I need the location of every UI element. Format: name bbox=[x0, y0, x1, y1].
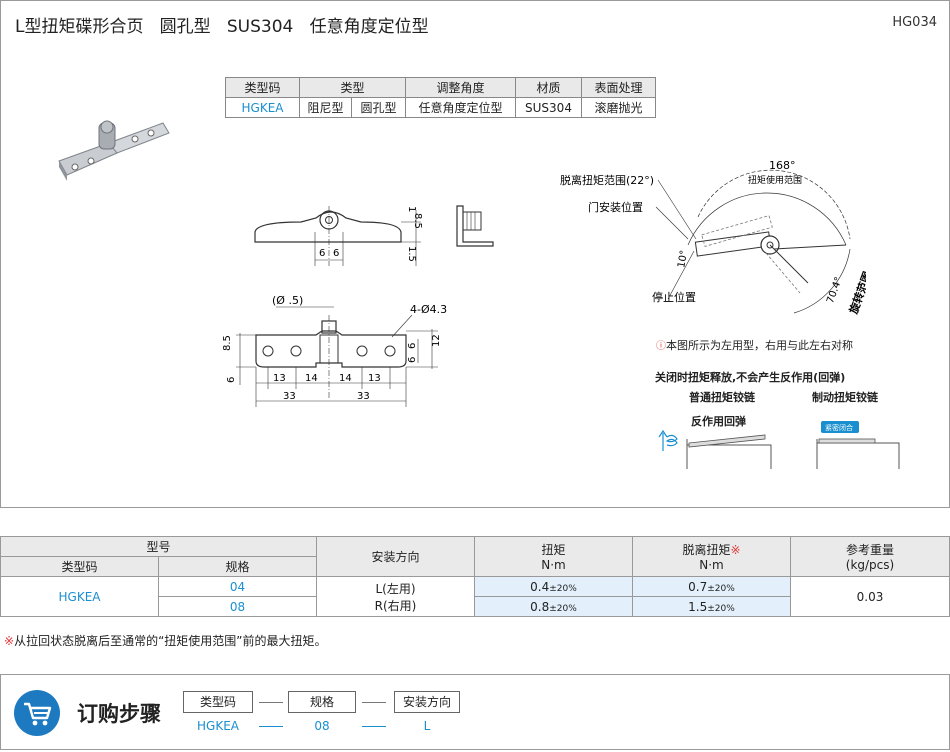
order-step-label: 安装方向 bbox=[394, 691, 460, 713]
order-step-value: HGKEA bbox=[197, 719, 239, 733]
spec-cell: SUS304 bbox=[515, 97, 582, 118]
page-title: L型扭矩碟形合页 圆孔型 SUS304 任意角度定位型 bbox=[15, 17, 429, 37]
product-photo bbox=[58, 120, 170, 181]
spec-cell: 圆孔型 bbox=[351, 97, 406, 118]
spec-table: 类型码 类型 调整角度 材质 表面处理 HGKEA 阻尼型 圆孔型 任意角度定位… bbox=[225, 77, 656, 118]
weight-cell: 0.03 bbox=[790, 576, 950, 617]
type-code-cell: HGKEA bbox=[0, 576, 159, 617]
dim-label: 6 bbox=[407, 357, 418, 363]
step-connector bbox=[259, 726, 283, 727]
dim-label: 4-Ø4.3 bbox=[410, 303, 447, 316]
angle-label: 脱离扭矩范围(22°) bbox=[560, 173, 654, 187]
angle-label: 168° bbox=[769, 159, 796, 172]
spec-cell: 滚磨抛光 bbox=[581, 97, 656, 118]
angle-diagram: 168° 扭矩使用范围 脱离扭矩范围(22°) 门安装位置 10° 停止位置 7… bbox=[560, 159, 866, 317]
order-step-label: 类型码 bbox=[183, 691, 253, 713]
spec-cell: HGKEA bbox=[225, 97, 300, 118]
step-connector bbox=[362, 702, 386, 703]
dim-label: 13 bbox=[273, 373, 286, 384]
side-view-drawing: 6 6 1 8.5 1.5 bbox=[254, 205, 494, 266]
rebound-label: 反作用回弹 bbox=[691, 415, 746, 428]
install-dir-cell: L(左用) R(右用) bbox=[316, 576, 475, 617]
dim-label: 8.5 bbox=[412, 213, 423, 229]
angle-label: 70.4° bbox=[825, 276, 845, 305]
dim-label: 6 bbox=[333, 248, 339, 259]
order-step-value: L bbox=[423, 719, 431, 733]
left-right-note: ⓘ本图所示为左用型，右用与此左右对称 bbox=[656, 339, 853, 352]
spec-header: 规格 bbox=[158, 556, 317, 577]
dim-label: 8.5 bbox=[222, 335, 233, 351]
release-torque-header: 脱离扭矩※ N·m bbox=[632, 536, 791, 577]
torque-cell: 0.4±20% bbox=[474, 576, 633, 597]
dim-label: (Ø .5) bbox=[272, 294, 303, 307]
angle-label: 停止位置 bbox=[652, 290, 696, 304]
angle-label: 旋转范围 bbox=[846, 270, 866, 317]
order-step-label: 规格 bbox=[288, 691, 356, 713]
dim-label: 33 bbox=[357, 391, 370, 402]
info-icon: ⓘ bbox=[656, 341, 666, 352]
close-release-note: 关闭时扭矩释放,不会产生反作用(回弹) bbox=[655, 371, 846, 384]
normal-hinge-illustration bbox=[658, 429, 772, 469]
type-code-header: 类型码 bbox=[0, 556, 159, 577]
install-dir-header: 安装方向 bbox=[316, 536, 475, 577]
spec-cell: 阻尼型 bbox=[299, 97, 352, 118]
dim-label: 6 bbox=[407, 343, 418, 349]
spec-cell: 04 bbox=[158, 576, 317, 597]
brake-hinge-label: 制动扭矩铰链 bbox=[812, 391, 878, 404]
brake-hinge-illustration: 紧密闭合 bbox=[816, 421, 900, 469]
weight-header: 参考重量 (kg/pcs) bbox=[790, 536, 950, 577]
spec-header: 调整角度 bbox=[405, 77, 516, 98]
footnote: ※从拉回状态脱离后至通常的“扭矩使用范围”前的最大扭矩。 bbox=[4, 634, 327, 648]
spec-cell: 任意角度定位型 bbox=[405, 97, 516, 118]
angle-label: 门安装位置 bbox=[588, 200, 643, 214]
release-torque-cell: 1.5±20% bbox=[632, 596, 791, 617]
torque-cell: 0.8±20% bbox=[474, 596, 633, 617]
normal-hinge-label: 普通扭矩铰链 bbox=[689, 391, 755, 404]
angle-label: 扭矩使用范围 bbox=[748, 174, 802, 186]
dim-label: 33 bbox=[283, 391, 296, 402]
model-header: 型号 bbox=[0, 536, 317, 557]
dim-label: 1.5 bbox=[406, 246, 417, 262]
torque-header: 扭矩 N·m bbox=[474, 536, 633, 577]
soft-close-tag: 紧密闭合 bbox=[825, 423, 853, 432]
dim-label: 6 bbox=[319, 248, 325, 259]
product-code: HG034 bbox=[892, 15, 937, 30]
dim-label: 14 bbox=[305, 373, 318, 384]
dim-label: 12 bbox=[431, 334, 442, 347]
dim-label: 14 bbox=[339, 373, 352, 384]
spec-header: 类型 bbox=[299, 77, 406, 98]
step-connector bbox=[362, 726, 386, 727]
spec-header: 材质 bbox=[515, 77, 582, 98]
dim-label: 13 bbox=[368, 373, 381, 384]
cart-icon bbox=[14, 690, 60, 736]
release-torque-cell: 0.7±20% bbox=[632, 576, 791, 597]
order-title: 订购步骤 bbox=[77, 702, 161, 726]
order-steps-panel: 订购步骤 类型码 规格 安装方向 HGKEA 08 L bbox=[0, 674, 950, 750]
step-connector bbox=[259, 702, 283, 703]
angle-label: 10° bbox=[676, 249, 690, 268]
front-view-drawing: (Ø .5) 4-Ø4.3 8.5 6 12 6 6 13 14 14 13 bbox=[222, 294, 447, 407]
product-panel: L型扭矩碟形合页 圆孔型 SUS304 任意角度定位型 HG034 类型码 类型… bbox=[0, 0, 950, 508]
spec-header: 类型码 bbox=[225, 77, 300, 98]
dim-label: 6 bbox=[226, 377, 237, 383]
spec-cell: 08 bbox=[158, 596, 317, 617]
dim-label: 1 bbox=[406, 206, 417, 212]
order-step-value: 08 bbox=[314, 719, 330, 733]
spec-header: 表面处理 bbox=[581, 77, 656, 98]
product-table: 型号 安装方向 扭矩 N·m 脱离扭矩※ N·m 参考重量 (kg/pcs) 类… bbox=[0, 536, 950, 617]
